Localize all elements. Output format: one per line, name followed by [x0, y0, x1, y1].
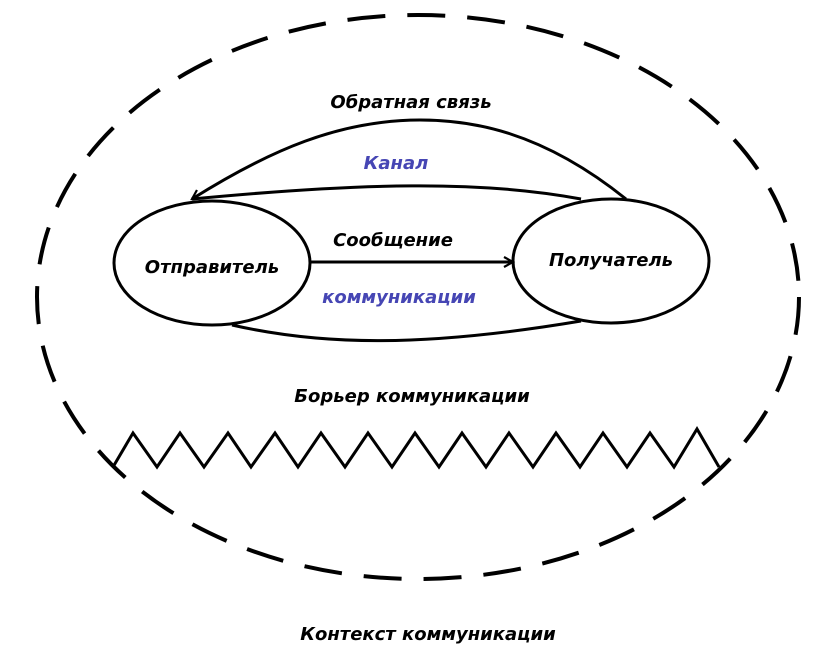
- channel-label: Канал: [364, 153, 429, 174]
- message-label: Сообщение: [333, 230, 453, 251]
- communications-label: коммуникации: [322, 287, 476, 308]
- channel-bottom-curve: [231, 319, 582, 343]
- sender-label: Отправитель: [145, 257, 279, 278]
- feedback-label: Обратная связь: [330, 92, 491, 113]
- barrier-label: Борьер коммуникации: [294, 386, 530, 407]
- barrier-zigzag: [111, 426, 721, 470]
- context-label: Контекст коммуникации: [300, 624, 556, 645]
- feedback-arrow: [192, 118, 627, 201]
- receiver-label: Получатель: [549, 250, 673, 271]
- feedback-inner-line: [191, 184, 582, 201]
- context-boundary: [35, 13, 801, 581]
